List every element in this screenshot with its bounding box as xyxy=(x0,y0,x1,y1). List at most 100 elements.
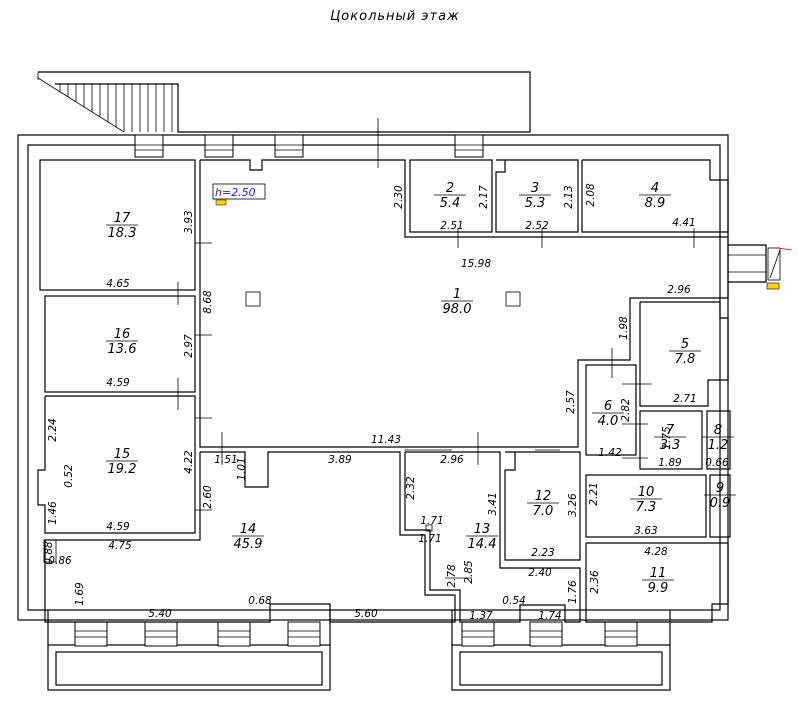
dimension-label: 4.75 xyxy=(108,540,132,552)
dimension-label: 4.59 xyxy=(106,521,130,533)
dimension-label: 15.98 xyxy=(461,258,491,270)
dimension-label: 1.37 xyxy=(469,610,493,622)
dimension-label: 1.01 xyxy=(236,457,248,480)
dimension-label: 4.22 xyxy=(183,450,195,474)
room-area: 98.0 xyxy=(443,302,472,317)
room-area: 18.3 xyxy=(108,226,137,241)
dimension-label: 2.78 xyxy=(446,564,458,588)
dimension-label: 5.40 xyxy=(148,608,172,620)
room-area: 8.9 xyxy=(645,196,666,211)
dimension-label: 8.68 xyxy=(202,290,214,314)
room-number: 6 xyxy=(604,399,612,414)
room-area: 5.4 xyxy=(440,196,461,211)
dimension-label: 2.82 xyxy=(620,398,632,422)
door-marks xyxy=(43,118,695,579)
dimension-label: 2.08 xyxy=(585,183,597,207)
dimension-label: 2.52 xyxy=(525,220,549,232)
dimension-label: 1.76 xyxy=(567,580,579,604)
stair-steps xyxy=(59,84,173,132)
room-area: 7.8 xyxy=(675,352,696,367)
dimension-label: 2.71 xyxy=(673,393,696,405)
room-number: 13 xyxy=(474,522,491,537)
dimension-label: 1.51 xyxy=(214,454,237,466)
top-stair-block xyxy=(37,71,531,133)
floor-title: Цокольный этаж xyxy=(330,9,460,24)
dimension-label: 1.75 xyxy=(661,426,673,450)
dimension-label: 1.69 xyxy=(74,582,86,606)
dimension-label: 2.13 xyxy=(563,185,575,208)
room-area: 0.9 xyxy=(710,496,731,511)
dimension-label: 1.71 xyxy=(418,533,441,545)
dimension-labels: 2.30 2.17 2.13 2.08 2.51 2.52 4.41 15.98 2.96 3.9… xyxy=(43,183,729,622)
dimension-label: 3.41 xyxy=(487,492,499,515)
dimension-label: 1.74 xyxy=(538,610,561,622)
room-area: 19.2 xyxy=(108,462,137,477)
dimension-label: 11.43 xyxy=(371,434,401,446)
dimension-label: 4.65 xyxy=(106,278,130,290)
dimension-label: 3.89 xyxy=(328,454,352,466)
dimension-label: 3.93 xyxy=(183,210,195,233)
room-number: 16 xyxy=(114,327,131,342)
dimension-label: 2.96 xyxy=(667,284,691,296)
room-number: 11 xyxy=(650,566,667,581)
dimension-label: 0.88 xyxy=(43,541,55,565)
dimension-label: 0.52 xyxy=(63,464,75,488)
dimension-label: 2.17 xyxy=(478,185,490,209)
dimension-label: 2.51 xyxy=(440,220,463,232)
dimension-label: 2.85 xyxy=(463,560,475,584)
dimension-label: 0.66 xyxy=(705,457,729,469)
dimension-label: 2.21 xyxy=(588,482,600,505)
room-number: 2 xyxy=(446,181,454,196)
dimension-label: 2.60 xyxy=(202,485,214,509)
dimension-label: 4.28 xyxy=(644,546,668,558)
dimension-label: 2.23 xyxy=(531,547,554,559)
room-area: 7.0 xyxy=(533,504,554,519)
dimension-label: 1.98 xyxy=(618,316,630,340)
room-number: 4 xyxy=(651,181,659,196)
windows-bottom xyxy=(74,621,638,647)
dimension-label: 3.63 xyxy=(634,525,657,537)
dimension-label: 4.41 xyxy=(672,217,695,229)
dimension-label: 2.97 xyxy=(183,334,195,358)
room-number: 17 xyxy=(114,211,131,226)
room-area: 3.3 xyxy=(660,438,681,453)
dimension-label: 5.60 xyxy=(354,608,378,620)
room-number: 15 xyxy=(114,447,131,462)
height-mark: h=2.50 xyxy=(212,183,266,206)
room-area: 45.9 xyxy=(234,537,263,552)
room-number: 5 xyxy=(681,337,689,352)
room-area: 5.3 xyxy=(525,196,546,211)
dimension-label: 4.59 xyxy=(106,377,130,389)
svg-text:h=2.50: h=2.50 xyxy=(215,186,256,199)
dimension-label: 2.36 xyxy=(589,570,601,594)
dimension-label: 1.42 xyxy=(598,447,622,459)
room-number: 8 xyxy=(714,423,722,438)
room-area: 7.3 xyxy=(636,500,657,515)
dimension-label: 2.40 xyxy=(528,567,552,579)
room-number: 1 xyxy=(453,287,461,302)
room-number: 10 xyxy=(638,485,655,500)
dimension-label: 0.86 xyxy=(48,555,72,567)
room-number: 7 xyxy=(666,423,675,438)
dimension-label: 1.89 xyxy=(658,457,682,469)
room-number: 3 xyxy=(531,181,539,196)
room-area: 13.6 xyxy=(108,342,137,357)
room-walls xyxy=(37,159,731,623)
dimension-label: 2.30 xyxy=(393,185,405,209)
room-area: 4.0 xyxy=(598,414,619,429)
dimension-label: 1.46 xyxy=(47,501,59,525)
dimension-label: 1.71 xyxy=(420,515,443,527)
dimension-label: 2.96 xyxy=(440,454,464,466)
windows-top xyxy=(134,134,484,158)
dimension-label: 0.68 xyxy=(248,595,272,607)
room-area: 1.2 xyxy=(708,438,729,453)
dimension-label: 3.26 xyxy=(567,493,579,517)
room-number: 9 xyxy=(716,481,724,496)
dimension-label: 2.57 xyxy=(565,390,577,414)
room-number: 12 xyxy=(535,489,552,504)
room-labels: 198.025.435.348.957.864.073.381.290.9107… xyxy=(106,181,736,596)
room-area: 14.4 xyxy=(468,537,497,552)
room-number: 14 xyxy=(240,522,257,537)
room-area: 9.9 xyxy=(648,581,669,596)
